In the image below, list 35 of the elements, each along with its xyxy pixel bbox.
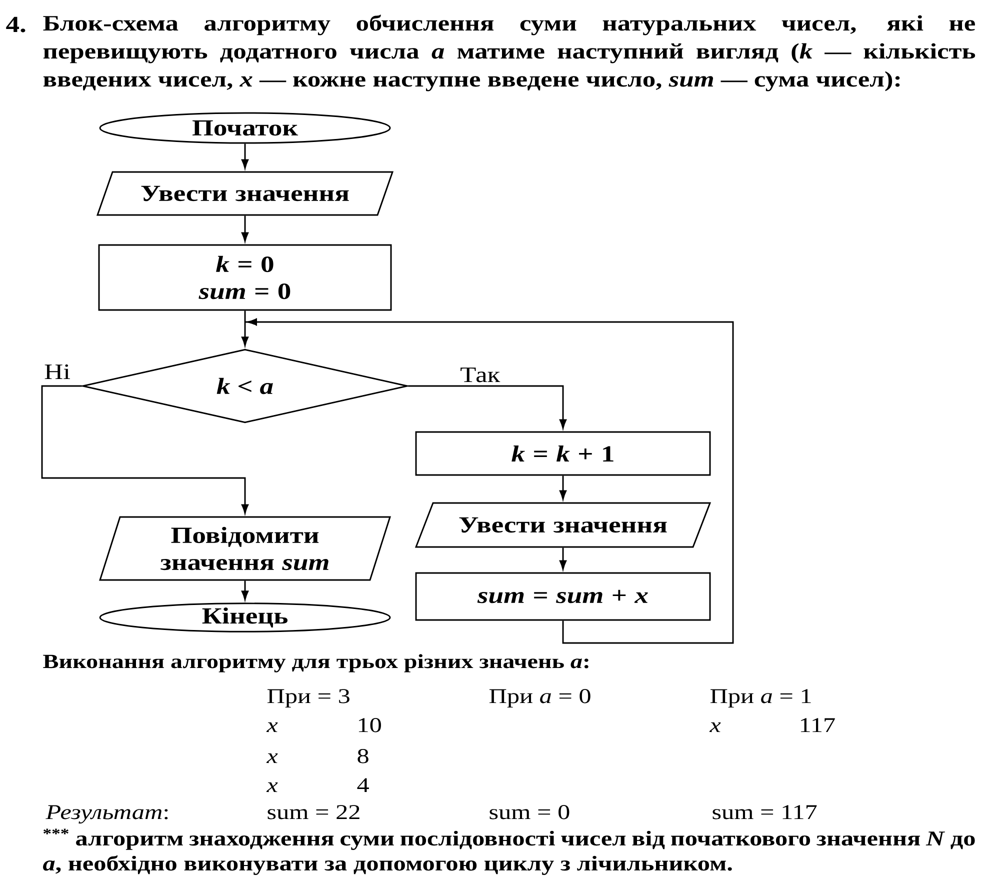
- input-value: 117: [800, 718, 835, 732]
- input-value: 8: [358, 749, 368, 764]
- variable-name: x: [709, 722, 721, 732]
- flow-arrow: [41, 385, 249, 514]
- variable-name: x: [266, 782, 278, 792]
- process-box: k = k + 1: [415, 431, 711, 476]
- variable-name: x: [266, 753, 278, 763]
- intro-sentence: Виконання алгоритму для трьох різних значень a:: [43, 654, 588, 672]
- flow-arrow: [559, 476, 567, 500]
- edge-label: Так: [458, 366, 502, 384]
- input-value: 4: [357, 778, 369, 792]
- process-box: k = 0 sum = 0: [98, 244, 392, 311]
- flow-arrow: [241, 580, 249, 600]
- result-heading: Результат:: [46, 805, 168, 824]
- variable-name: x: [266, 722, 278, 732]
- flow-arrow: [408, 385, 567, 429]
- flow-line: [244, 310, 246, 322]
- footnote: $^{***}$ алгоритм знаходження суми послідовності чисел від початкового значення N до a, необхідно виконувати за допомогою циклу з лічильником.: [43, 828, 975, 875]
- edge-label: Ні: [42, 363, 72, 380]
- flow-arrow: [241, 216, 249, 242]
- flow-arrow: [241, 144, 249, 169]
- loop-arrow: [244, 318, 734, 644]
- flow-arrow: [559, 548, 567, 570]
- input-value: 10: [358, 718, 381, 732]
- result-value: sum = 117: [712, 805, 817, 820]
- result-value: sum = 22: [268, 805, 360, 820]
- task-number: 4.: [6, 16, 26, 32]
- flow-arrow: [241, 322, 249, 346]
- process-box: sum = sum + x: [415, 572, 711, 621]
- column-heading: При a = 0: [489, 689, 590, 708]
- output-parallelogram: Повідомити значення sum: [99, 516, 391, 581]
- result-value: sum = 0: [490, 805, 570, 820]
- column-heading: При = 3: [267, 689, 350, 708]
- problem-statement: Блок-схема алгоритму обчислення суми натуральних чисел, які не перевищують додатного числа a матиме наступний вигляд (k — кількість введених чисел, x — кожне наступне введене число, sum — сума чисел):: [43, 14, 976, 92]
- column-heading: При a = 1: [710, 689, 811, 708]
